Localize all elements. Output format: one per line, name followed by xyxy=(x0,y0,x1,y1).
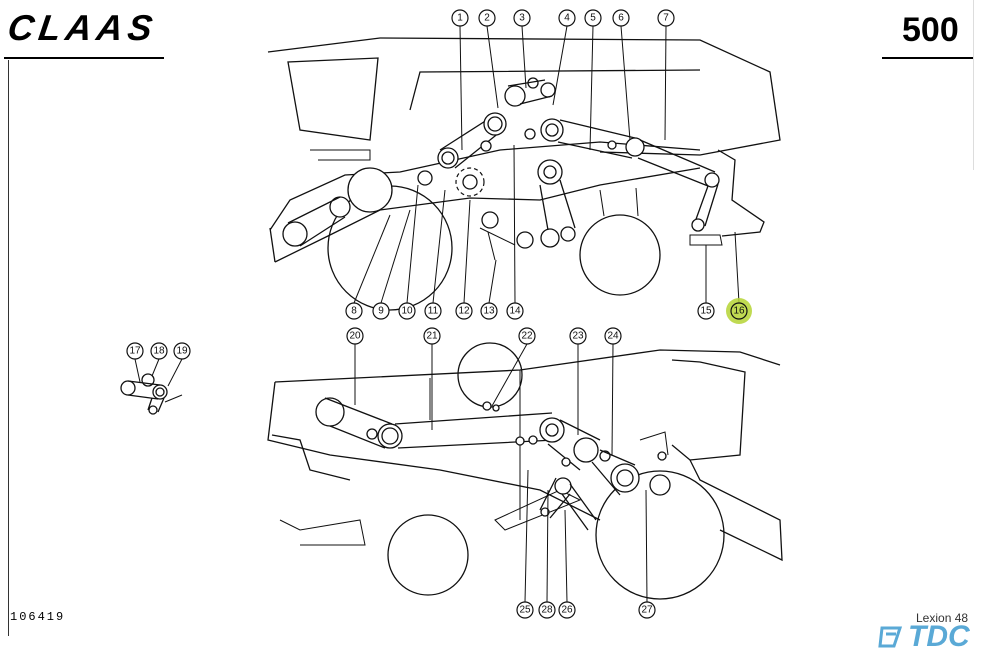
callout-22[interactable]: 22 xyxy=(518,327,536,345)
callout-23[interactable]: 23 xyxy=(569,327,587,345)
callout-leader-lines xyxy=(134,25,740,603)
callout-11[interactable]: 11 xyxy=(424,302,442,320)
svg-text:1: 1 xyxy=(457,13,463,24)
svg-text:20: 20 xyxy=(349,331,361,342)
callout-3[interactable]: 3 xyxy=(513,9,531,27)
detail-pulley-set xyxy=(120,373,183,415)
svg-text:23: 23 xyxy=(572,331,584,342)
callout-15[interactable]: 15 xyxy=(697,302,715,320)
svg-text:7: 7 xyxy=(663,13,669,24)
svg-text:6: 6 xyxy=(618,13,624,24)
callout-6[interactable]: 6 xyxy=(612,9,630,27)
callout-28[interactable]: 28 xyxy=(538,601,556,619)
svg-text:2: 2 xyxy=(484,13,490,24)
callout-25[interactable]: 25 xyxy=(516,601,534,619)
svg-text:4: 4 xyxy=(564,13,570,24)
callout-5[interactable]: 5 xyxy=(584,9,602,27)
document-id: 106419 xyxy=(10,610,66,624)
callout-19[interactable]: 19 xyxy=(173,342,191,360)
callout-labels: 1 2 3 4 5 6 7 8 9 10 11 12 13 14 15 16 1… xyxy=(126,9,752,619)
tdc-watermark: TDC xyxy=(876,620,970,654)
callout-26[interactable]: 26 xyxy=(558,601,576,619)
tdc-logo-text: TDC xyxy=(908,620,970,653)
header-rule-right xyxy=(882,57,974,59)
page-edge-line xyxy=(973,0,974,170)
svg-text:22: 22 xyxy=(521,331,533,342)
svg-text:9: 9 xyxy=(378,306,384,317)
lower-machine-outline xyxy=(267,342,783,600)
callout-16[interactable]: 16 xyxy=(730,302,748,320)
page-number: 500 xyxy=(902,11,959,49)
svg-text:11: 11 xyxy=(428,306,439,317)
svg-text:17: 17 xyxy=(129,346,141,357)
svg-text:3: 3 xyxy=(519,13,525,24)
callout-18[interactable]: 18 xyxy=(150,342,168,360)
svg-text:25: 25 xyxy=(519,605,531,616)
svg-text:8: 8 xyxy=(351,306,357,317)
callout-21[interactable]: 21 xyxy=(423,327,441,345)
svg-text:28: 28 xyxy=(541,605,553,616)
svg-text:26: 26 xyxy=(561,605,573,616)
svg-text:5: 5 xyxy=(590,13,596,24)
upper-machine-outline xyxy=(267,37,781,311)
callout-7[interactable]: 7 xyxy=(657,9,675,27)
callout-12[interactable]: 12 xyxy=(455,302,473,320)
callout-1[interactable]: 1 xyxy=(451,9,469,27)
svg-text:13: 13 xyxy=(483,306,495,317)
svg-text:10: 10 xyxy=(401,306,413,317)
svg-text:21: 21 xyxy=(426,331,438,342)
model-label: Lexion 48 xyxy=(916,611,969,625)
callout-24[interactable]: 24 xyxy=(604,327,622,345)
callout-17[interactable]: 17 xyxy=(126,342,144,360)
callout-8[interactable]: 8 xyxy=(345,302,363,320)
callout-9[interactable]: 9 xyxy=(372,302,390,320)
svg-text:16: 16 xyxy=(733,306,745,317)
svg-text:15: 15 xyxy=(700,306,712,317)
callout-16-highlight xyxy=(726,298,752,324)
svg-text:12: 12 xyxy=(458,306,470,317)
left-margin-line xyxy=(8,60,9,636)
callout-20[interactable]: 20 xyxy=(346,327,364,345)
callout-27[interactable]: 27 xyxy=(638,601,656,619)
svg-text:18: 18 xyxy=(153,346,165,357)
header-rule-left xyxy=(4,57,164,59)
callout-14[interactable]: 14 xyxy=(506,302,524,320)
callout-13[interactable]: 13 xyxy=(480,302,498,320)
tdc-logo-icon xyxy=(878,626,903,648)
callout-4[interactable]: 4 xyxy=(558,9,576,27)
svg-text:27: 27 xyxy=(641,605,653,616)
callout-2[interactable]: 2 xyxy=(478,9,496,27)
svg-text:19: 19 xyxy=(176,346,188,357)
callout-10[interactable]: 10 xyxy=(398,302,416,320)
svg-text:24: 24 xyxy=(607,331,619,342)
upper-belt-drives xyxy=(282,77,720,249)
svg-text:14: 14 xyxy=(509,306,521,317)
lower-belt-drives xyxy=(315,397,671,531)
